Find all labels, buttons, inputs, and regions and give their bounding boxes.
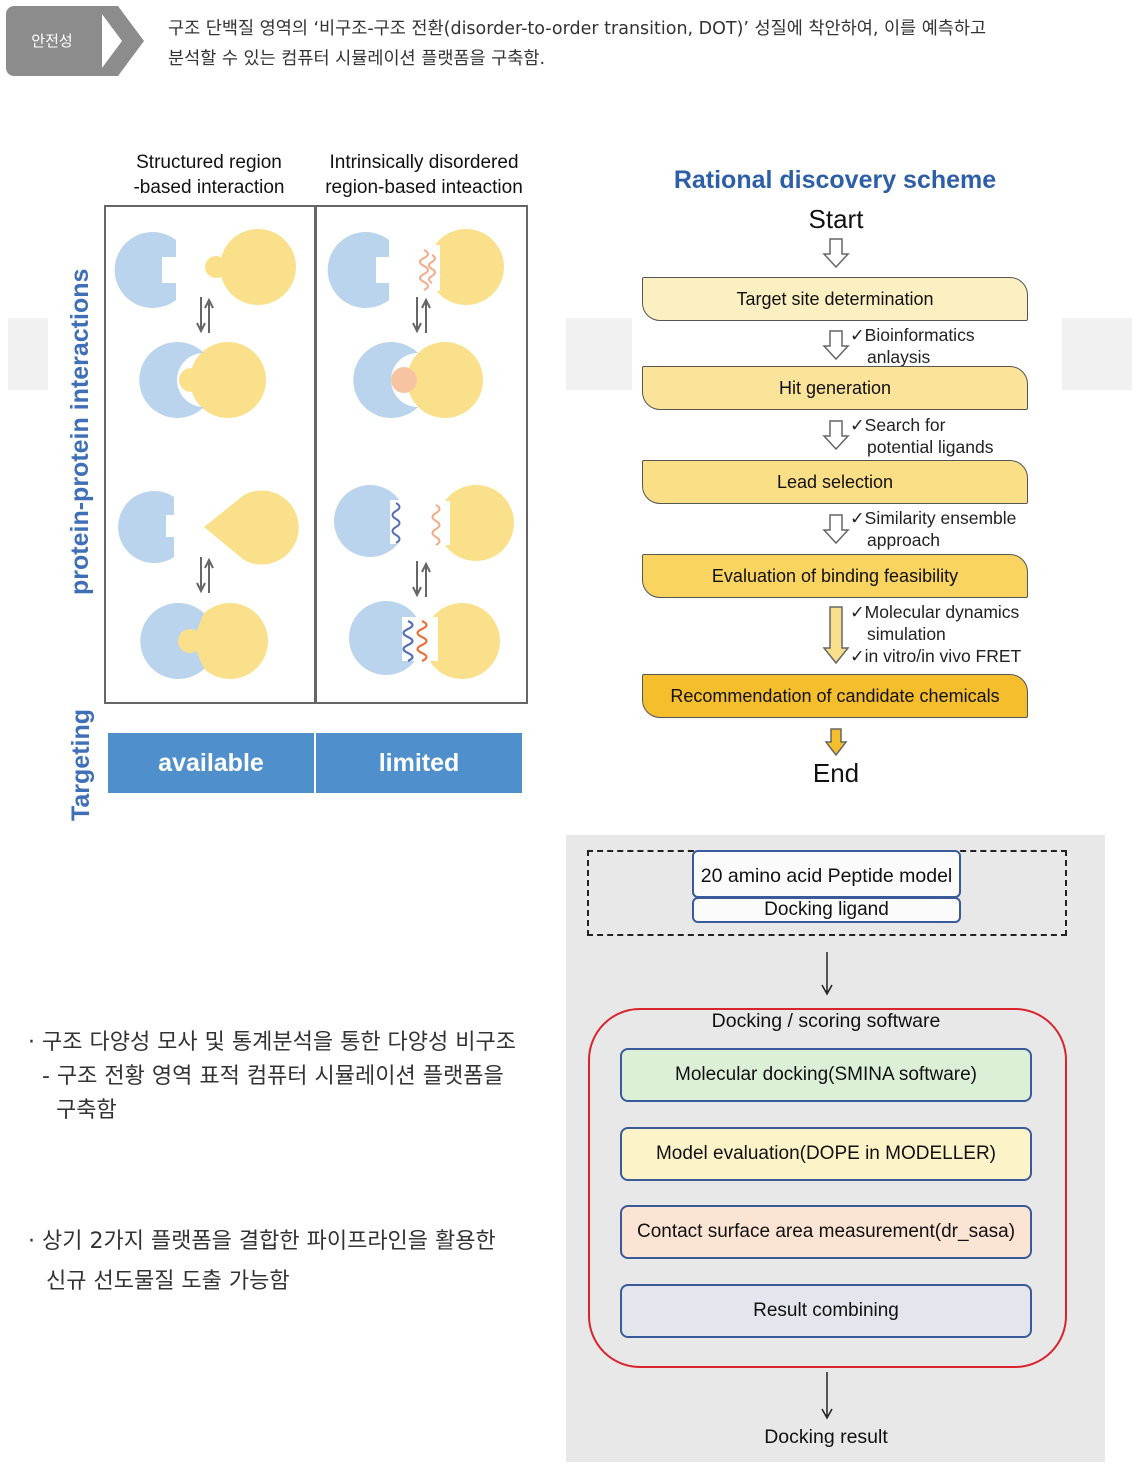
down-arrow-icon	[822, 330, 850, 360]
docking-software-group	[588, 1008, 1067, 1368]
scheme-start: Start	[808, 204, 864, 234]
intro-line-1: 구조 단백질 영역의 ‘비구조-구조 전환(disorder-to-order …	[168, 19, 987, 39]
check-icon: ✓	[850, 508, 865, 528]
disordered-top-pair	[327, 229, 504, 418]
down-arrow-icon	[821, 1372, 833, 1420]
section-tag-background	[6, 6, 102, 76]
bullet-1: · 구조 다양성 모사 및 통계분석을 통한 다양성 비구조 - 구조 전황 영…	[28, 1030, 516, 1123]
chevron-arrow-icon	[96, 6, 144, 76]
check-icon: ✓	[850, 325, 865, 345]
column-header-structured: Structured region -based interaction	[133, 152, 285, 198]
step-lead-selection: Lead selection	[642, 460, 1028, 504]
ppi-figure-divider	[314, 205, 317, 704]
disordered-bottom-pair	[334, 485, 514, 679]
step-binding-feasibility: Evaluation of binding feasibility	[642, 554, 1028, 598]
scheme-title: Rational discovery scheme	[673, 166, 997, 194]
down-arrow-icon	[822, 420, 850, 450]
docking-ligand-box: Docking ligand	[692, 897, 961, 923]
intro-text: 구조 단백질 영역의 ‘비구조-구조 전환(disorder-to-order …	[168, 14, 1108, 74]
down-arrow-icon	[822, 514, 850, 544]
structured-top-pair	[114, 229, 296, 418]
column-header-disordered: Intrinsically disordered region-based in…	[325, 152, 523, 198]
structured-bottom-pair	[118, 490, 299, 679]
check-icon: ✓	[850, 415, 865, 435]
scheme-end: End	[812, 758, 860, 788]
side-bar-mid	[566, 318, 632, 390]
note-bioinformatics: ✓Bioinformatics anlaysis	[850, 325, 975, 367]
step-target-site: Target site determination	[642, 277, 1028, 321]
available-button: available	[108, 733, 314, 793]
section-tag: 안전성	[31, 32, 73, 50]
check-icon: ✓	[850, 602, 865, 622]
note-search-ligands: ✓Search for potential ligands	[850, 415, 994, 457]
down-arrow-icon	[822, 238, 850, 268]
note-similarity: ✓Similarity ensemble approach	[850, 508, 1017, 550]
check-icon: ✓	[850, 646, 865, 666]
step-hit-generation: Hit generation	[642, 366, 1028, 410]
protein-illustrations	[114, 229, 514, 679]
down-arrow-icon	[824, 728, 848, 756]
docking-step-combine: Result combining	[620, 1284, 1032, 1338]
long-down-arrow-icon	[822, 606, 850, 664]
intro-line-2: 분석할 수 있는 컴퓨터 시뮬레이션 플랫폼을 구축함.	[168, 49, 546, 69]
ppi-axis-label: protein-protein interactions	[66, 268, 94, 595]
down-arrow-icon	[821, 952, 833, 996]
side-bar-left	[8, 318, 48, 390]
software-title: Docking / scoring software	[711, 1010, 941, 1032]
targeting-label: Targeting	[67, 708, 95, 822]
peptide-model-box: 20 amino acid Peptide model	[692, 850, 961, 898]
limited-button: limited	[316, 733, 522, 793]
docking-result: Docking result	[764, 1426, 888, 1448]
docking-step-contact: Contact surface area measurement(dr_sasa…	[620, 1205, 1032, 1259]
side-bar-right	[1062, 318, 1132, 390]
step-recommendation: Recommendation of candidate chemicals	[642, 674, 1028, 718]
note-md-fret: ✓Molecular dynamics simulation ✓in vitro…	[850, 602, 1022, 666]
docking-step-molecular: Molecular docking(SMINA software)	[620, 1048, 1032, 1102]
docking-step-evaluation: Model evaluation(DOPE in MODELLER)	[620, 1127, 1032, 1181]
bullet-2: · 상기 2가지 플랫폼을 결합한 파이프라인을 활용한 신규 선도물질 도출 …	[28, 1229, 496, 1294]
